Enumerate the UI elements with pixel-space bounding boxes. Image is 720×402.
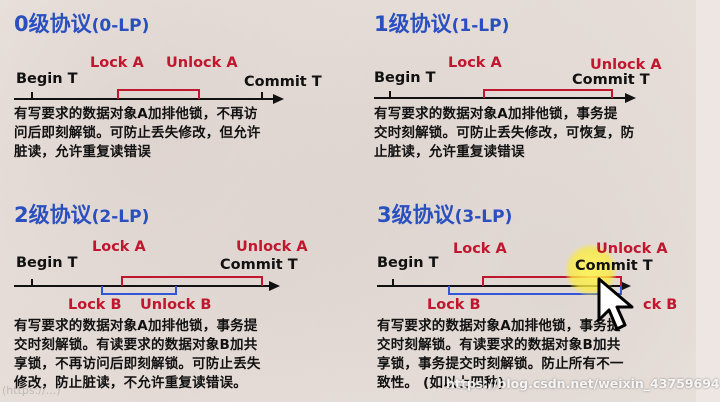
description-0lp: 有写要求的数据对象A加排他锁，不再访 问后即刻解锁。可防止丢失修改，但允许 脏读… xyxy=(14,105,314,162)
begin-t-label: Begin T xyxy=(16,71,78,87)
desc-line: 有写要求的数据对象A加排他锁，事务提 xyxy=(377,318,621,334)
panel-1lp: 1级协议(1-LP) Lock A Unlock A Begin T Commi… xyxy=(374,8,714,198)
watermark: https://blog.csdn.net/weixin_43759694 xyxy=(446,376,720,391)
lock-a-label: Lock A xyxy=(448,55,502,71)
unlock-a-label: Unlock A xyxy=(166,55,238,71)
desc-line: 交时刻解锁。有读要求的数据对象B加共 xyxy=(377,337,621,353)
timeline-arrow xyxy=(273,94,284,104)
desc-line: 止脏读，允许重复读错误 xyxy=(374,144,525,160)
panel-title: 1级协议(1-LP) xyxy=(374,8,509,38)
watermark-left: (https://...) xyxy=(2,384,61,397)
lock-a-label: Lock A xyxy=(92,239,146,255)
desc-line: 有写要求的数据对象A加排他锁，不再访 xyxy=(14,106,258,122)
panel-title: 2级协议(2-LP) xyxy=(14,199,149,229)
desc-line: 修改，防止脏读，不允许重复读错误。 xyxy=(14,375,247,391)
unlock-a-label-3lp: Unlock A xyxy=(596,241,668,257)
unlock-b-label-3lp: ck B xyxy=(643,297,678,313)
desc-line: 交时刻解锁。有读要求的数据对象B加共 xyxy=(14,337,258,353)
panel-0lp: 0级协议(0-LP) Lock A Unlock A Begin T Commi… xyxy=(14,8,354,198)
lock-a-bar xyxy=(121,276,263,286)
unlock-a-label: Unlock A xyxy=(590,57,662,73)
title-sub: (0-LP) xyxy=(91,16,150,36)
lock-a-bar xyxy=(483,89,613,98)
description-3lp: 有写要求的数据对象A加排他锁，事务提 交时刻解锁。有读要求的数据对象B加共 享锁… xyxy=(377,317,677,393)
desc-line: 致性。 (如以上四种) xyxy=(377,375,505,391)
background xyxy=(0,0,696,402)
desc-line: 享锁，不再访问后即刻解锁。可防止丢失 xyxy=(14,356,261,372)
lock-a-label: Lock A xyxy=(453,241,507,257)
lock-b-label: Lock B xyxy=(427,297,481,313)
begin-t-label: Begin T xyxy=(16,255,78,271)
desc-line: 有写要求的数据对象A加排他锁，事务提 xyxy=(14,318,258,334)
description-1lp: 有写要求的数据对象A加排他锁，事务提 交时刻解锁。可防止丢失修改，可恢复，防 止… xyxy=(374,105,674,162)
desc-line: 有写要求的数据对象A加排他锁，事务提 xyxy=(374,106,618,122)
commit-t-label-3lp: Commit T xyxy=(575,258,653,274)
unlock-a-label: Unlock A xyxy=(236,239,308,255)
timeline-arrow xyxy=(269,281,280,291)
panel-title: 0级协议(0-LP) xyxy=(14,8,149,38)
commit-t-label: Commit T xyxy=(572,72,650,88)
lock-b-label: Lock B xyxy=(68,297,122,313)
lock-b-bar xyxy=(101,286,177,295)
lock-a-bar xyxy=(117,89,200,99)
panel-title: 3级协议(3-LP) xyxy=(377,199,512,229)
timeline-1lp xyxy=(374,89,636,103)
title-main: 1级协议 xyxy=(374,12,452,36)
timeline-0lp xyxy=(14,89,284,104)
desc-line: 交时刻解锁。可防止丢失修改，可恢复，防 xyxy=(374,125,635,141)
lock-a-label: Lock A xyxy=(90,55,144,71)
desc-line: 脏读，允许重复读错误 xyxy=(14,144,151,160)
commit-t-label: Commit T xyxy=(220,257,298,273)
title-main: 0级协议 xyxy=(14,12,92,36)
lock-a-bar xyxy=(482,276,622,286)
title-main: 3级协议 xyxy=(377,203,455,227)
begin-t-label: Begin T xyxy=(377,255,439,271)
panel-3lp: 3级协议(3-LP) Lock A Begin T Lock B 有写要求的数据… xyxy=(377,199,717,391)
timeline-2lp xyxy=(14,276,280,295)
desc-line: 享锁，事务提交时刻解锁。防止所有不一 xyxy=(377,356,624,372)
timeline-arrow xyxy=(620,281,631,291)
title-sub: (1-LP) xyxy=(451,16,510,36)
unlock-b-label: Unlock B xyxy=(140,297,212,313)
panel-2lp: 2级协议(2-LP) Lock A Unlock A Begin T Commi… xyxy=(14,199,354,391)
title-sub: (3-LP) xyxy=(454,207,513,227)
commit-t-label: Commit T xyxy=(244,74,322,90)
title-main: 2级协议 xyxy=(14,203,92,227)
begin-t-label: Begin T xyxy=(374,70,436,86)
cursor-arrow-icon xyxy=(597,277,634,331)
title-sub: (2-LP) xyxy=(91,207,150,227)
timeline-arrow xyxy=(625,93,636,103)
lock-b-bar xyxy=(448,286,622,295)
desc-line: 问后即刻解锁。可防止丢失修改，但允许 xyxy=(14,125,261,141)
description-2lp: 有写要求的数据对象A加排他锁，事务提 交时刻解锁。有读要求的数据对象B加共 享锁… xyxy=(14,317,314,393)
